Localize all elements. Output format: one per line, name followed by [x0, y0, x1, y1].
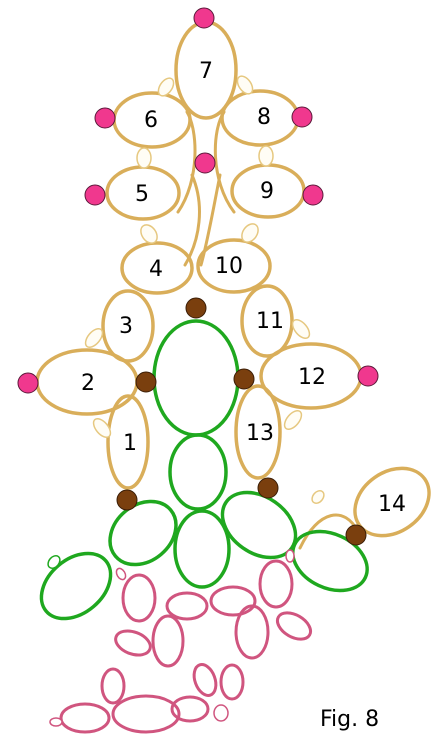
ring-label-14: 14: [378, 492, 406, 517]
pink-ring: [219, 663, 245, 701]
picot-8-9: [258, 145, 274, 167]
pink-ring: [192, 663, 218, 697]
pink-picot-top: [115, 567, 127, 581]
ring-3: [101, 289, 155, 363]
green-ring-center-large: [152, 319, 240, 437]
pink-ring: [114, 629, 152, 657]
picot-6-7: [157, 77, 175, 97]
brown-dot: [135, 371, 157, 393]
picot-5-6: [136, 147, 152, 169]
brown-dot: [233, 368, 255, 390]
brown-dot-group: [116, 297, 367, 546]
magenta-dot: [291, 106, 313, 128]
pink-ring: [170, 695, 210, 723]
pink-ring: [151, 614, 185, 668]
magenta-dot-group: [17, 7, 379, 394]
magenta-dot: [194, 152, 216, 174]
brown-dot: [185, 297, 207, 319]
ring-label-13: 13: [246, 421, 274, 446]
ring-1: [106, 394, 150, 490]
green-ring-bottom-center: [173, 509, 231, 589]
picot-9-10: [241, 223, 259, 243]
magenta-dot: [302, 184, 324, 206]
magenta-dot: [193, 7, 215, 29]
gold-chain-right-lower: [199, 173, 222, 267]
pink-ring: [258, 559, 294, 609]
ring-label-2: 2: [81, 371, 95, 396]
ring-label-10: 10: [215, 254, 243, 279]
green-picot: [47, 554, 61, 570]
ring-label-8: 8: [257, 105, 271, 130]
figure-caption: Fig. 8: [320, 707, 379, 732]
pink-picot-right: [285, 549, 295, 563]
ring-label-4: 4: [149, 257, 163, 282]
magenta-dot: [94, 107, 116, 129]
ring-label-9: 9: [260, 179, 274, 204]
magenta-dot: [357, 365, 379, 387]
picot-12-13: [283, 409, 303, 431]
ring-label-11: 11: [256, 309, 284, 334]
pink-ring: [209, 585, 257, 617]
brown-dot: [345, 524, 367, 546]
pink-ring: [165, 591, 209, 621]
pink-picot-bottom-right: [213, 704, 229, 722]
ring-label-group: 1 2 3 4 5 6 7 8 9 10 11 12 13 14: [81, 59, 406, 517]
pink-ring: [275, 611, 313, 641]
ring-11: [240, 284, 294, 358]
green-ring-center-mid: [168, 433, 228, 511]
picot-group: [84, 75, 325, 505]
pink-ring: [100, 667, 126, 705]
picot-4-5: [140, 224, 158, 244]
picot-13-14: [311, 489, 325, 505]
pink-picot-bottom-left: [49, 717, 63, 727]
gold-chain-left-lower: [183, 173, 201, 267]
ring-label-1: 1: [123, 431, 137, 456]
pink-ring: [111, 694, 181, 734]
magenta-dot: [84, 184, 106, 206]
pink-ring: [59, 702, 111, 734]
ring-14: [353, 466, 431, 538]
ring-label-12: 12: [298, 365, 326, 390]
picot-2-3: [84, 327, 104, 349]
ring-label-5: 5: [135, 182, 149, 207]
picot-11-12: [291, 318, 311, 340]
ring-label-3: 3: [119, 314, 133, 339]
green-ring-right-outer: [291, 529, 369, 593]
brown-dot: [257, 477, 279, 499]
ring-10: [196, 238, 272, 294]
green-ring-left-outer: [39, 551, 113, 621]
gold-ring-group: [35, 20, 431, 538]
ring-label-6: 6: [144, 108, 158, 133]
green-ring-left-inner: [108, 499, 178, 567]
magenta-dot: [17, 372, 39, 394]
pink-ring: [234, 604, 270, 660]
gold-chain-left-upper: [176, 110, 197, 214]
pink-ring-group: [59, 559, 313, 734]
ring-label-7: 7: [199, 59, 213, 84]
ring-13: [234, 384, 282, 480]
brown-dot: [116, 489, 138, 511]
pink-ring: [121, 573, 157, 623]
picot-1-2: [92, 417, 112, 439]
ring-4: [120, 241, 194, 295]
picot-7-8: [236, 75, 254, 95]
